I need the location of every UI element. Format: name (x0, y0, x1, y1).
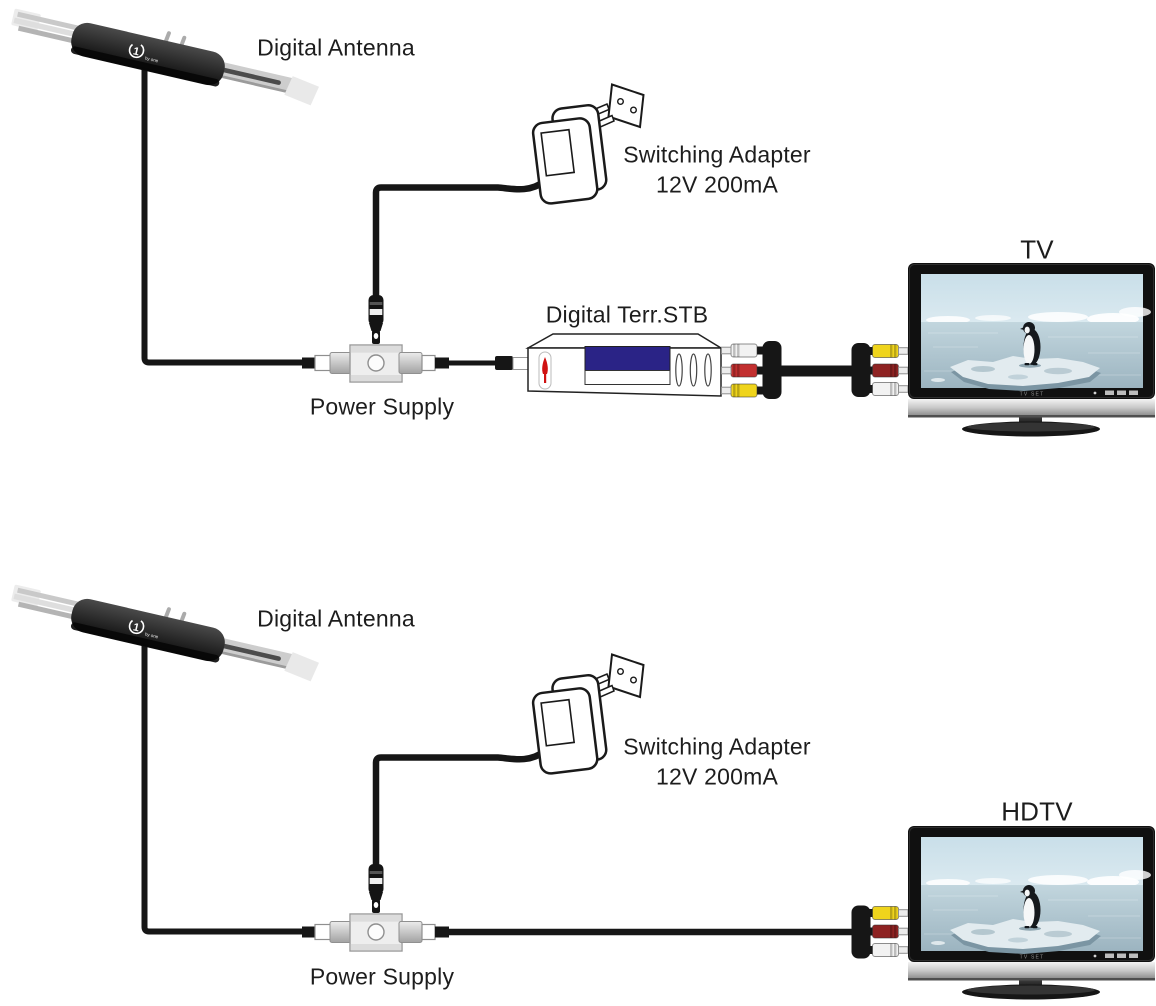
hdtv (907, 825, 1156, 1000)
antenna-cable (141, 632, 304, 935)
adapter-rating-label-bottom: 12V 200mA (656, 763, 778, 790)
dc-plug (368, 864, 384, 913)
stb-buttons (675, 353, 712, 387)
top-diagram (6, 0, 1156, 437)
rca-plug-yellow (721, 383, 765, 398)
rca-plug-yellow (865, 906, 909, 920)
rca-plug-red (721, 363, 765, 378)
switching-adapter-label-top: Switching Adapter (623, 141, 811, 168)
stb-input-plug (512, 357, 530, 370)
bundle-cable (778, 365, 856, 377)
power-supply (301, 344, 450, 383)
bundle-bar (762, 341, 782, 399)
stb-led (542, 357, 548, 374)
antenna-cable (141, 56, 304, 366)
power-supply-label-bottom: Power Supply (309, 963, 455, 990)
adapter-rating-label-top: 12V 200mA (656, 171, 778, 198)
stb-display (584, 346, 671, 371)
stb-label: Digital Terr.STB (545, 301, 709, 328)
rca-plug-yellow (865, 344, 909, 358)
bundle-bar (851, 343, 871, 397)
power-supply-label-top: Power Supply (309, 393, 455, 420)
stb-display-lower-panel (584, 370, 671, 385)
stb-graphic (525, 333, 724, 397)
digital-antenna-label-top: Digital Antenna (257, 34, 415, 61)
rca-plug-white (865, 943, 909, 957)
power-adapter-cable (372, 178, 547, 296)
stb-top-face (525, 333, 724, 349)
rca-plug-red (865, 924, 909, 939)
power-supply (301, 913, 450, 952)
bottom-cables (141, 632, 856, 936)
dc-plug (368, 295, 384, 344)
top-cables (141, 56, 547, 366)
bundle-bar (851, 905, 871, 959)
rca-plug-white (865, 382, 909, 396)
stb-led-stem (544, 374, 547, 383)
digital-antenna-label-bottom: Digital Antenna (257, 605, 415, 632)
av-cable-bundle (762, 341, 871, 399)
stb-input-connector (495, 356, 513, 370)
tv (907, 262, 1156, 437)
switching-adapter-label-bottom: Switching Adapter (623, 733, 811, 760)
hdtv-label: HDTV (1001, 796, 1073, 827)
rca-plug-red (865, 363, 909, 378)
bottom-diagram (6, 571, 1156, 1000)
power-adapter-cable (372, 748, 547, 866)
tv-label: TV (1020, 234, 1054, 265)
rca-plug-white (721, 343, 765, 358)
